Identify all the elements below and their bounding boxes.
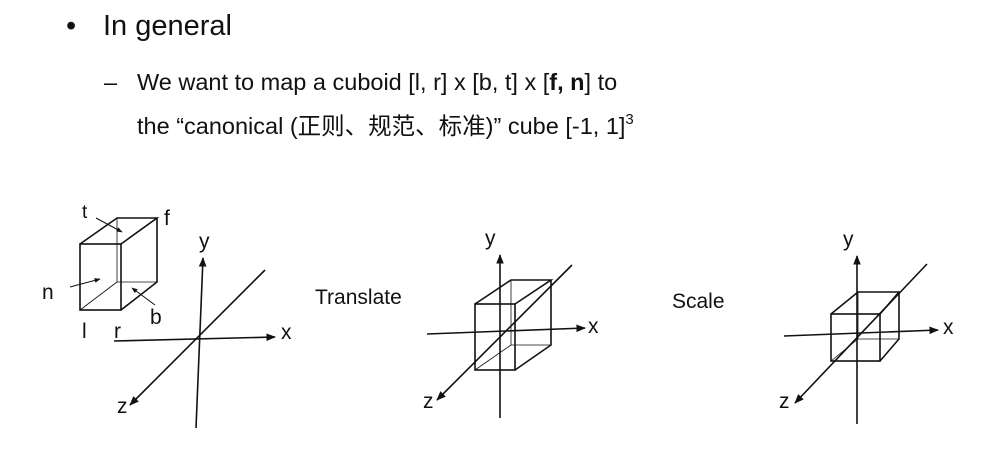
x-axis-1 [113,333,276,342]
sub-bullet-marker: – [104,69,118,95]
z-axis-3 [794,263,928,404]
scale-label: Scale [672,290,725,313]
canonical-cube-hidden [830,292,899,362]
axis-label-z-2: z [423,390,434,413]
z-axis-2 [436,264,573,401]
label-l: l [82,320,87,343]
label-r: r [114,320,121,343]
y-axis-1 [195,257,207,429]
bullet-heading: In general [103,10,232,42]
label-leaders [69,217,156,306]
translated-cuboid-hidden [474,280,551,371]
axes-2 [426,254,586,418]
sub-line-2: the “canonical (正则、规范、标准)” cube [-1, 1]3 [137,111,634,139]
axes-3 [783,255,939,424]
axes-1 [113,257,276,429]
label-t: t [82,202,88,223]
original-panel [69,217,276,429]
exponent: 3 [625,111,634,128]
axis-label-z-3: z [779,390,790,413]
sub-bullet-text: We want to map a cuboid [l, r] x [b, t] … [137,64,634,145]
bullet-marker: • [66,10,77,42]
scale-panel [783,255,939,424]
axis-label-y-1: y [199,230,210,253]
translate-label: Translate [315,286,402,309]
axis-label-y-2: y [485,227,496,250]
label-b: b [150,306,162,329]
sub-line-1: We want to map a cuboid [l, r] x [b, t] … [137,69,618,95]
bold-range: f, n [549,69,585,95]
axis-label-y-3: y [843,228,854,251]
original-cuboid-hidden [79,218,157,311]
z-axis-1 [129,269,266,406]
label-f: f [164,207,170,230]
canonical-cube [830,291,901,362]
axis-label-x-2: x [588,315,599,338]
label-n: n [42,281,54,304]
axis-label-z-1: z [117,395,128,418]
translate-panel [426,254,586,418]
axis-label-x-3: x [943,316,954,339]
original-cuboid [79,217,160,311]
axis-label-x-1: x [281,321,292,344]
